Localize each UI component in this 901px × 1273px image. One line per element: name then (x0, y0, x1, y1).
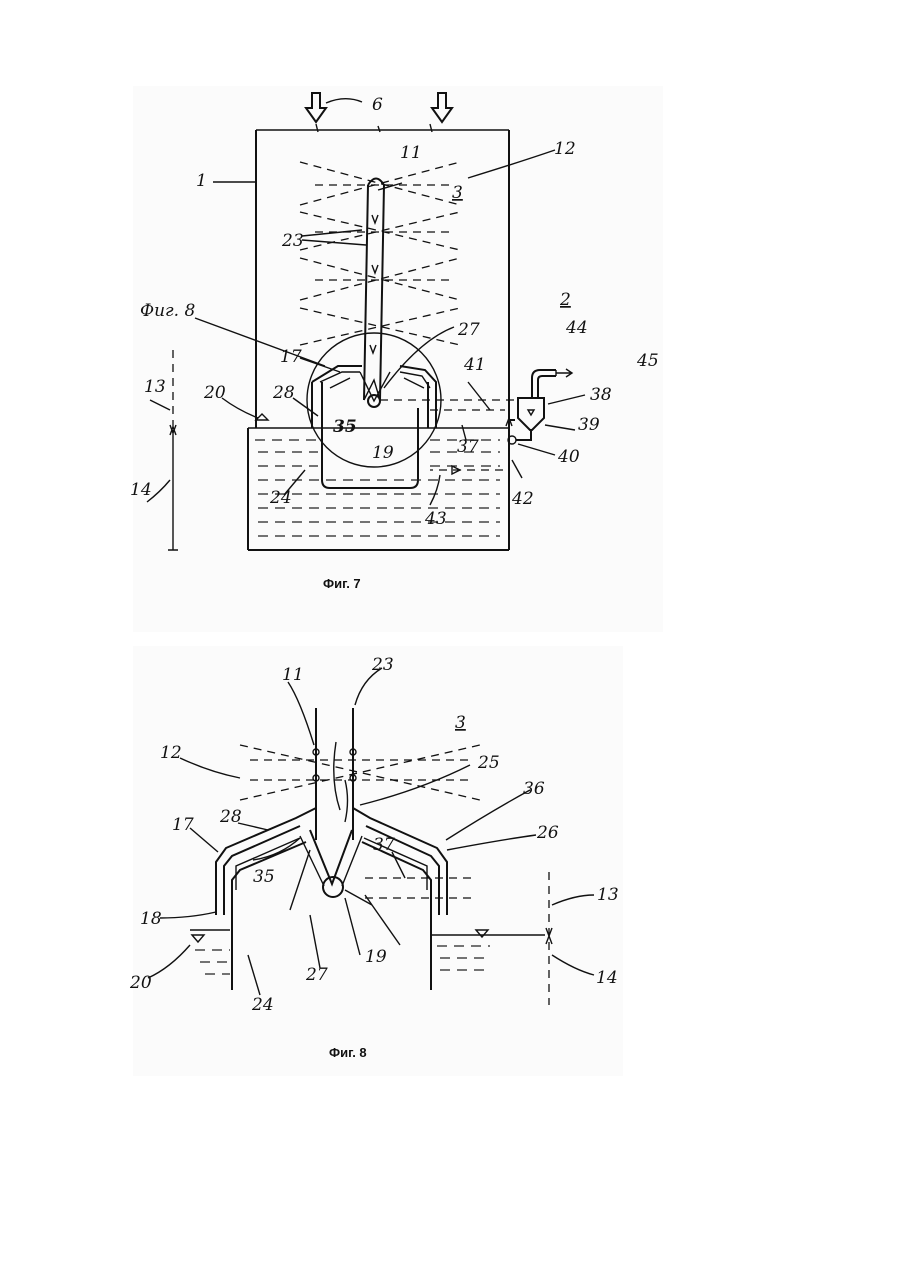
label8-18: 18 (140, 909, 162, 929)
label8-12: 12 (160, 743, 182, 763)
label8-24: 24 (251, 995, 274, 1015)
label8-26: 26 (536, 823, 559, 843)
bell-hood-left (216, 808, 316, 990)
label8-36: 36 (523, 779, 545, 799)
label8-14: 14 (596, 968, 618, 988)
label8-27: 27 (305, 965, 328, 985)
label8-20: 20 (129, 973, 152, 993)
dimension-13-14-8 (546, 872, 552, 1005)
label8-3: 3 (455, 713, 466, 733)
label8-11: 11 (282, 665, 304, 685)
packing-layers-8 (240, 745, 480, 800)
label8-23: 23 (371, 655, 394, 675)
label8-37: 37 (373, 835, 395, 855)
label8-25: 25 (477, 753, 500, 773)
label8-19: 19 (365, 947, 387, 967)
label8-17: 17 (172, 815, 194, 835)
label8-13: 13 (597, 885, 619, 905)
central-tube-8 (313, 708, 356, 840)
label8-35: 35 (253, 867, 275, 887)
label8-28: 28 (219, 807, 242, 827)
figure-8-caption: Фиг. 8 (329, 1045, 367, 1060)
leader-lines-8 (148, 668, 594, 995)
